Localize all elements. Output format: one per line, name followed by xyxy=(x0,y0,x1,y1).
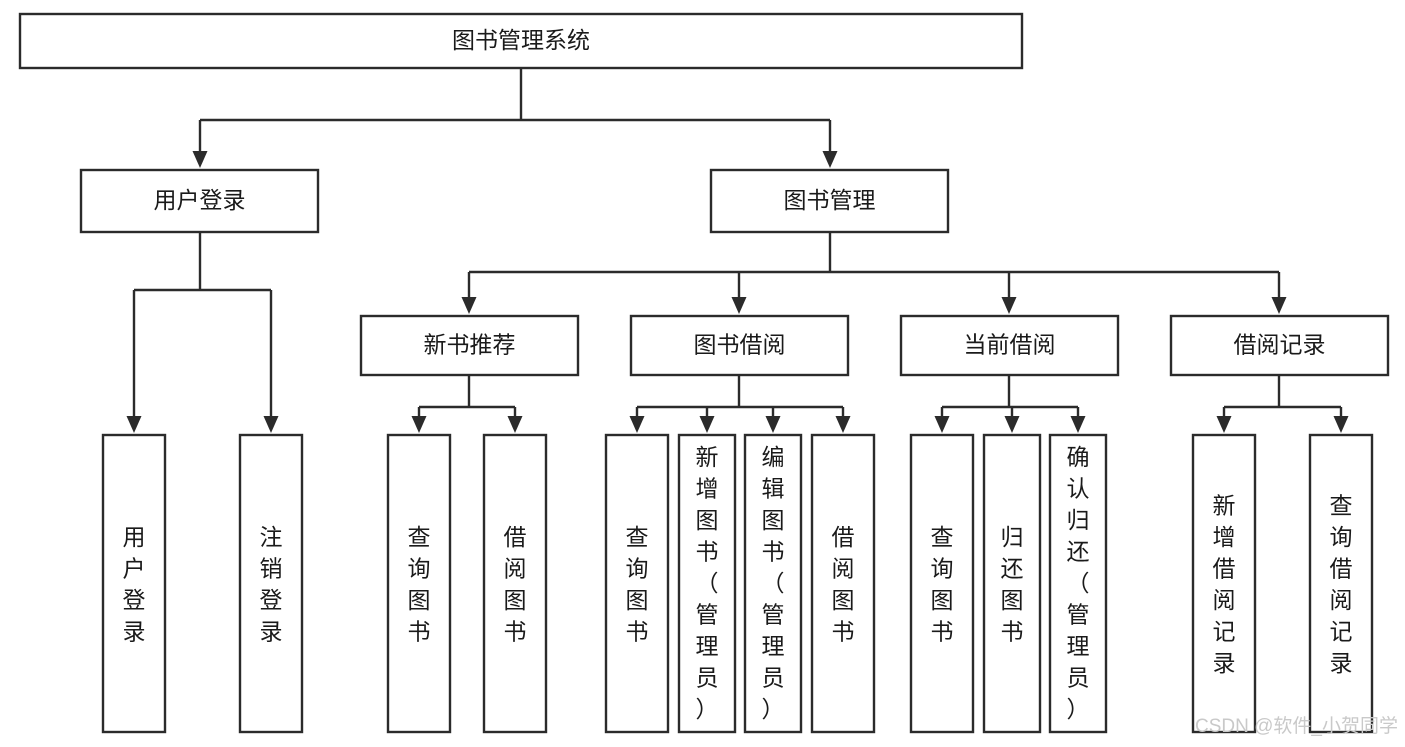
arrow-book-borrow xyxy=(731,297,747,314)
node-leaf-query-book-new[interactable]: 查询图书 xyxy=(386,433,452,734)
node-label-leaf-return-book: 归还图书 xyxy=(1001,524,1024,645)
node-label-leaf-edit-book-admin: 编辑图书（管理员） xyxy=(762,444,785,722)
node-layer: 图书管理系统用户登录图书管理新书推荐图书借阅当前借阅借阅记录用户登录注销登录查询… xyxy=(18,12,1390,734)
arrow-new-book-recommend xyxy=(461,297,477,314)
node-new-book-recommend[interactable]: 新书推荐 xyxy=(359,314,580,377)
node-leaf-logout-login[interactable]: 注销登录 xyxy=(238,433,304,734)
node-box-leaf-edit-book-admin[interactable] xyxy=(743,433,803,734)
node-label-root: 图书管理系统 xyxy=(452,27,590,53)
node-leaf-confirm-return-admin[interactable]: 确认归还（管理员） xyxy=(1048,433,1108,734)
node-label-leaf-query-borrow-record: 查询借阅记录 xyxy=(1330,493,1353,677)
node-label-leaf-logout-login: 注销登录 xyxy=(260,524,283,645)
arrow-user-login xyxy=(192,151,208,168)
arrow-leaf-query-book-new xyxy=(411,416,427,433)
node-box-leaf-user-login[interactable] xyxy=(101,433,167,734)
node-box-current-borrow[interactable] xyxy=(899,314,1120,377)
node-borrow-record[interactable]: 借阅记录 xyxy=(1169,314,1390,377)
node-box-new-book-recommend[interactable] xyxy=(359,314,580,377)
node-label-leaf-query-book-borrow: 查询图书 xyxy=(626,524,649,645)
arrow-leaf-query-book-current xyxy=(934,416,950,433)
node-box-leaf-query-book-current[interactable] xyxy=(909,433,975,734)
arrow-leaf-edit-book-admin xyxy=(765,416,781,433)
node-current-borrow[interactable]: 当前借阅 xyxy=(899,314,1120,377)
node-leaf-add-borrow-record[interactable]: 新增借阅记录 xyxy=(1191,433,1257,734)
node-label-new-book-recommend: 新书推荐 xyxy=(424,332,516,358)
node-label-leaf-query-book-new: 查询图书 xyxy=(408,524,431,645)
node-label-leaf-borrow-book-new: 借阅图书 xyxy=(504,524,527,645)
node-box-borrow-record[interactable] xyxy=(1169,314,1390,377)
node-leaf-add-book-admin[interactable]: 新增图书（管理员） xyxy=(677,433,737,734)
arrow-leaf-borrow-book xyxy=(835,416,851,433)
node-label-leaf-add-borrow-record: 新增借阅记录 xyxy=(1213,493,1236,677)
arrow-leaf-query-book-borrow xyxy=(629,416,645,433)
node-box-leaf-add-borrow-record[interactable] xyxy=(1191,433,1257,734)
node-leaf-user-login[interactable]: 用户登录 xyxy=(101,433,167,734)
node-box-leaf-query-borrow-record[interactable] xyxy=(1308,433,1374,734)
node-box-leaf-logout-login[interactable] xyxy=(238,433,304,734)
node-box-book-borrow[interactable] xyxy=(629,314,850,377)
node-label-user-login: 用户登录 xyxy=(154,187,246,213)
node-box-leaf-confirm-return-admin[interactable] xyxy=(1048,433,1108,734)
node-box-leaf-query-book-new[interactable] xyxy=(386,433,452,734)
node-leaf-borrow-book-new[interactable]: 借阅图书 xyxy=(482,433,548,734)
node-user-login[interactable]: 用户登录 xyxy=(79,168,320,234)
arrow-leaf-add-book-admin xyxy=(699,416,715,433)
arrow-current-borrow xyxy=(1001,297,1017,314)
node-label-book-borrow: 图书借阅 xyxy=(694,332,786,358)
node-label-book-management: 图书管理 xyxy=(784,187,876,213)
node-leaf-query-book-current[interactable]: 查询图书 xyxy=(909,433,975,734)
node-box-leaf-borrow-book-new[interactable] xyxy=(482,433,548,734)
arrow-leaf-logout-login xyxy=(263,416,279,433)
node-box-leaf-add-book-admin[interactable] xyxy=(677,433,737,734)
arrow-borrow-record xyxy=(1271,297,1287,314)
node-label-leaf-query-book-current: 查询图书 xyxy=(931,524,954,645)
arrow-book-management xyxy=(822,151,838,168)
node-label-leaf-user-login: 用户登录 xyxy=(123,524,146,645)
node-box-leaf-query-book-borrow[interactable] xyxy=(604,433,670,734)
arrow-leaf-user-login xyxy=(126,416,142,433)
arrow-leaf-borrow-book-new xyxy=(507,416,523,433)
node-leaf-return-book[interactable]: 归还图书 xyxy=(982,433,1042,734)
node-label-leaf-borrow-book: 借阅图书 xyxy=(832,524,855,645)
arrow-leaf-confirm-return-admin xyxy=(1070,416,1086,433)
node-leaf-borrow-book[interactable]: 借阅图书 xyxy=(810,433,876,734)
csdn-watermark: CSDN @软件_小贺同学 xyxy=(1195,715,1398,737)
node-box-root[interactable] xyxy=(18,12,1024,70)
arrow-leaf-query-borrow-record xyxy=(1333,416,1349,433)
node-label-leaf-confirm-return-admin: 确认归还（管理员） xyxy=(1067,444,1090,722)
node-label-current-borrow: 当前借阅 xyxy=(964,332,1056,358)
arrow-leaf-add-borrow-record xyxy=(1216,416,1232,433)
node-leaf-query-borrow-record[interactable]: 查询借阅记录 xyxy=(1308,433,1374,734)
node-box-leaf-borrow-book[interactable] xyxy=(810,433,876,734)
arrowhead-layer xyxy=(126,151,1349,433)
arrow-leaf-return-book xyxy=(1004,416,1020,433)
node-root[interactable]: 图书管理系统 xyxy=(18,12,1024,70)
node-book-management[interactable]: 图书管理 xyxy=(709,168,950,234)
node-leaf-query-book-borrow[interactable]: 查询图书 xyxy=(604,433,670,734)
node-label-leaf-add-book-admin: 新增图书（管理员） xyxy=(696,444,719,722)
node-book-borrow[interactable]: 图书借阅 xyxy=(629,314,850,377)
node-leaf-edit-book-admin[interactable]: 编辑图书（管理员） xyxy=(743,433,803,734)
node-box-user-login[interactable] xyxy=(79,168,320,234)
node-label-borrow-record: 借阅记录 xyxy=(1234,332,1326,358)
node-box-leaf-return-book[interactable] xyxy=(982,433,1042,734)
node-box-book-management[interactable] xyxy=(709,168,950,234)
